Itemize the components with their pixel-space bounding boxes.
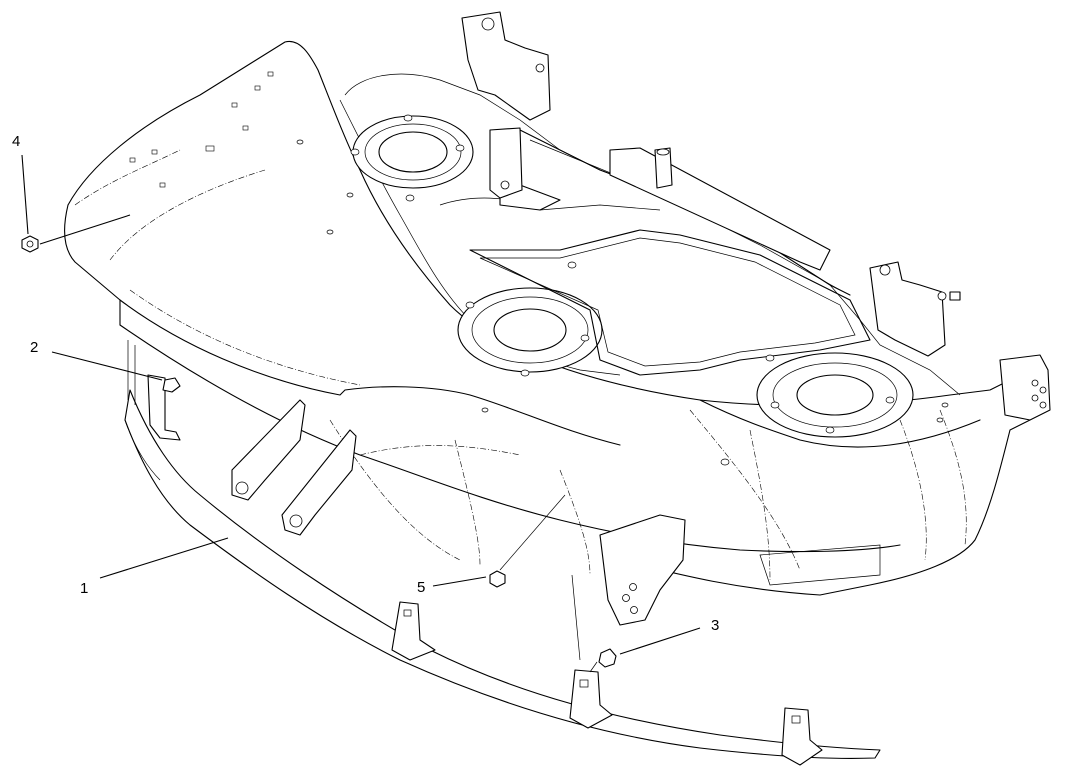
leader-line-4 [21, 154, 29, 235]
callout-1: 1 [80, 580, 88, 597]
front-right-gusset [599, 514, 686, 626]
leader-line-3 [619, 627, 701, 655]
callout-leaders [21, 154, 701, 655]
rear-mount-bracket-left [461, 11, 551, 199]
front-lift-brackets [231, 399, 357, 536]
callout-5: 5 [417, 579, 425, 596]
baffle-tab [391, 601, 436, 661]
leader-line-4b [39, 214, 131, 245]
callout-2: 2 [30, 339, 38, 356]
baffle-strip [124, 389, 881, 759]
leader-line-5 [432, 576, 487, 587]
callout-3: 3 [711, 617, 719, 634]
callout-4: 4 [12, 133, 20, 150]
deck-top-plate [129, 71, 961, 466]
rear-frame-rail [499, 129, 851, 296]
front-baffle [124, 340, 881, 766]
leader-line-1 [99, 537, 229, 579]
flange-nut-4 [21, 235, 39, 253]
side-discharge-bracket [999, 354, 1051, 421]
rear-mount-bracket-right [654, 147, 961, 357]
carriage-bolt-2 [162, 377, 181, 393]
carriage-bolt-3 [589, 648, 617, 673]
leader-line-2 [51, 351, 163, 381]
flange-nut-5 [489, 570, 506, 588]
